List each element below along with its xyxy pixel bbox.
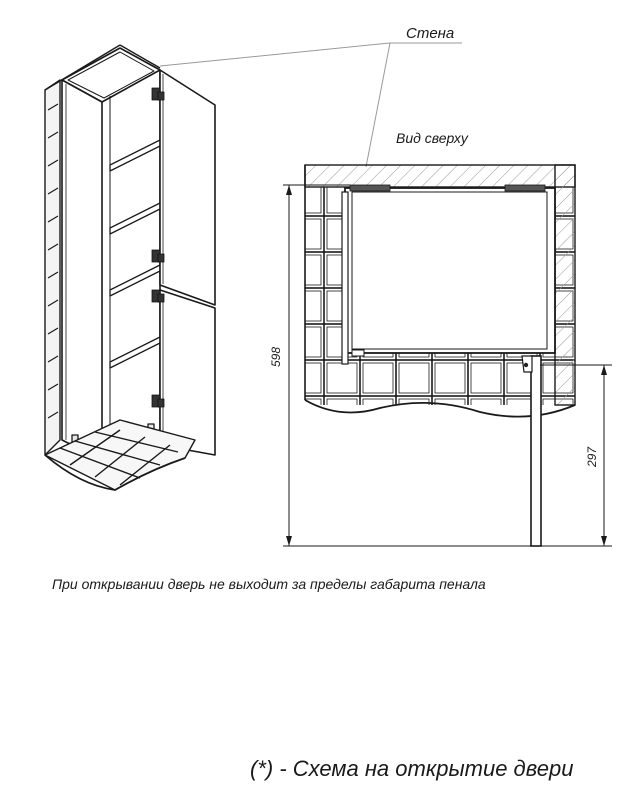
hinges: [151, 87, 165, 408]
open-door-top-view: [530, 355, 542, 547]
wall-leader-lines: [159, 42, 462, 168]
cabinet-isometric: [44, 44, 216, 491]
top-view-label: Вид сверху: [396, 130, 468, 146]
hinge-left-top: [349, 184, 391, 192]
upper-door: [159, 69, 216, 306]
dimension-lines: [283, 184, 612, 547]
hinge-right-top: [504, 184, 546, 192]
dimension-total-label: 598: [269, 346, 284, 368]
diagram-caption: При открывании дверь не выходит за преде…: [52, 576, 486, 592]
lower-door: [159, 289, 216, 456]
dimension-door-label: 297: [585, 446, 600, 468]
wall-tiles: [44, 44, 161, 456]
shelves: [109, 139, 161, 369]
top-view: [304, 164, 576, 547]
wall-label: Стена: [406, 25, 455, 42]
footer-note: (*) - Схема на открытие двери: [250, 756, 574, 781]
floor-tiles: [44, 419, 196, 491]
wall-section-right: [554, 164, 576, 406]
wall-section-top: [304, 164, 576, 188]
